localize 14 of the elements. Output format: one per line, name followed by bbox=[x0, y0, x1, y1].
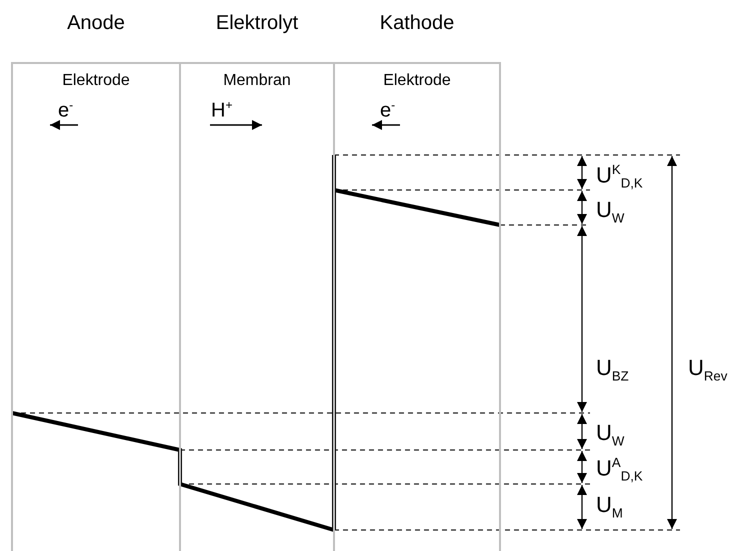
layer-label: Elektrode bbox=[62, 72, 130, 90]
charge-label: e$^{-}$ bbox=[380, 98, 396, 123]
charge-label: H$^{+}$ bbox=[211, 98, 232, 123]
voltage-label: U$_{W}$ bbox=[596, 197, 624, 226]
voltage-label: U$_{M}$ bbox=[596, 492, 623, 520]
layer-label: Membran bbox=[223, 72, 291, 90]
column-heading: Anode bbox=[67, 12, 125, 35]
layer-label: Elektrode bbox=[383, 72, 451, 90]
column-heading: Kathode bbox=[380, 12, 454, 35]
voltage-label: U$_{BZ}$ bbox=[596, 355, 629, 384]
column-heading: Elektrolyt bbox=[216, 12, 298, 35]
voltage-label: U$_{Rev}$ bbox=[688, 355, 728, 384]
voltage-label: U$_{W}$ bbox=[596, 420, 624, 448]
charge-label: e$^{-}$ bbox=[58, 98, 74, 123]
